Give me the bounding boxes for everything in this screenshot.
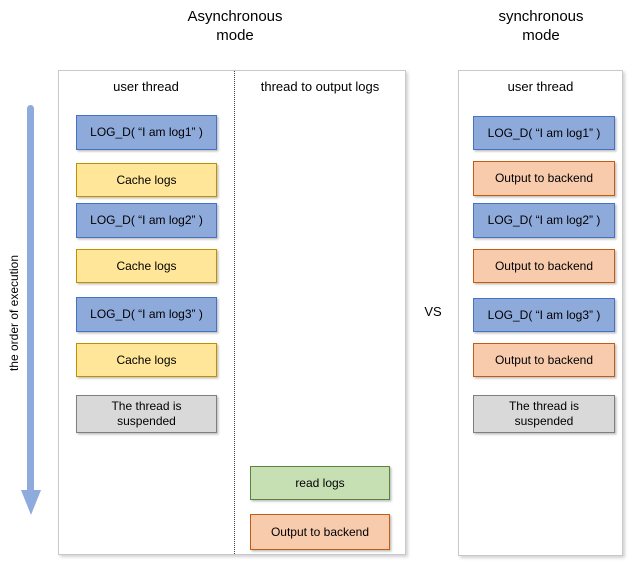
log-call-3-box: LOG_D( “I am log3” ): [76, 297, 217, 332]
vs-label: VS: [424, 304, 442, 319]
async-mode-title: Asynchronous mode: [187, 8, 283, 44]
cache-logs-3-box: Cache logs: [76, 343, 217, 377]
sync-log-call-3-box: LOG_D( “I am log3” ): [473, 298, 615, 332]
execution-order-label: the order of execution: [7, 254, 21, 372]
sync-log-call-2-box: LOG_D( “I am log2” ): [473, 203, 615, 238]
read-logs-box: read logs: [250, 466, 390, 500]
sync-output-3-box: Output to backend: [473, 343, 615, 377]
async-user-thread-header: user thread: [113, 79, 179, 94]
sync-mode-title: synchronous mode: [498, 8, 584, 44]
cache-logs-2-box: Cache logs: [76, 249, 217, 283]
sync-output-1-box: Output to backend: [473, 161, 615, 196]
sync-thread-suspended-box: The thread is suspended: [473, 395, 615, 433]
arrow-down-icon: [21, 490, 41, 515]
sync-output-2-box: Output to backend: [473, 249, 615, 283]
cache-logs-1-box: Cache logs: [76, 163, 217, 197]
output-to-backend-box: Output to backend: [250, 514, 390, 550]
arrow-shaft: [27, 105, 34, 490]
thread-divider-dotted-line: [234, 71, 235, 554]
log-call-1-box: LOG_D( “I am log1” ): [76, 115, 217, 150]
thread-suspended-box: The thread is suspended: [76, 395, 217, 433]
log-call-2-box: LOG_D( “I am log2” ): [76, 203, 217, 238]
sync-user-thread-header: user thread: [507, 79, 574, 94]
sync-log-call-1-box: LOG_D( “I am log1” ): [473, 116, 615, 150]
async-output-thread-header: thread to output logs: [260, 79, 380, 94]
